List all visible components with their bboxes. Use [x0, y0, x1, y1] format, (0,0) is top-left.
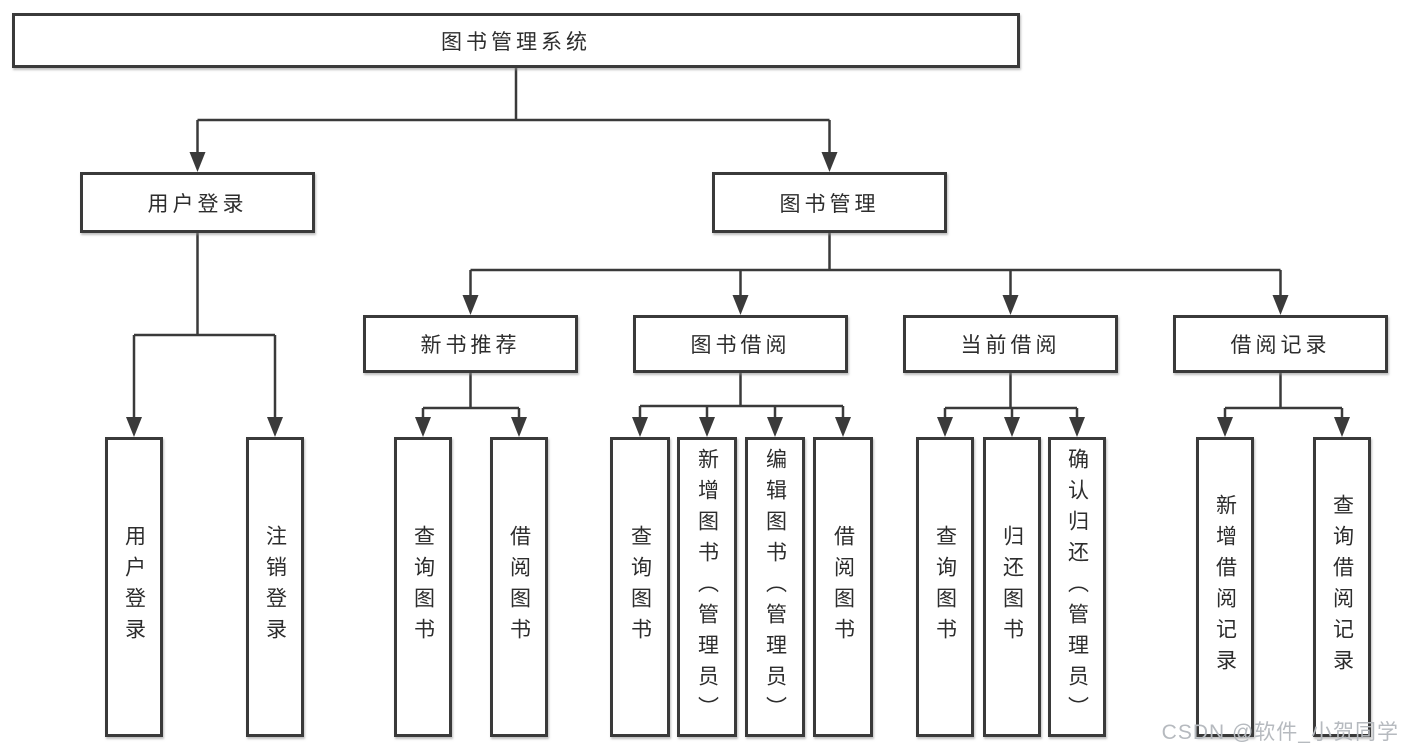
leaf-add-book-admin: 新增图书（管理员） — [677, 437, 737, 737]
node-new-book-recommendation: 新书推荐 — [363, 315, 578, 373]
leaf-query-books-borrow: 查询图书 — [610, 437, 670, 737]
leaf-edit-book-admin-label: 编辑图书（管理员） — [763, 447, 787, 727]
node-new-book-recommendation-label: 新书推荐 — [420, 334, 521, 357]
leaf-user-login: 用户登录 — [105, 437, 163, 737]
leaf-query-books-current: 查询图书 — [916, 437, 974, 737]
node-user-login-label: 用户登录 — [147, 192, 248, 216]
node-borrowing-records-label: 借阅记录 — [1230, 334, 1331, 357]
leaf-query-books-recommend-label: 查询图书 — [411, 525, 435, 649]
leaf-return-books: 归还图书 — [983, 437, 1041, 737]
node-book-management: 图书管理 — [712, 172, 947, 233]
node-user-login: 用户登录 — [80, 172, 315, 233]
leaf-add-borrow-record-label: 新增借阅记录 — [1213, 494, 1237, 680]
csdn-watermark: CSDN @软件_小贺同学 — [1161, 721, 1399, 744]
leaf-logout-label: 注销登录 — [263, 525, 287, 649]
leaf-query-borrow-record: 查询借阅记录 — [1313, 437, 1371, 737]
node-borrowing-records: 借阅记录 — [1173, 315, 1388, 373]
leaf-borrow-books-recommend-label: 借阅图书 — [507, 525, 531, 649]
leaf-query-books-recommend: 查询图书 — [394, 437, 452, 737]
leaf-add-book-admin-label: 新增图书（管理员） — [695, 447, 719, 727]
node-system-root-label: 图书管理系统 — [441, 30, 591, 54]
leaf-add-borrow-record: 新增借阅记录 — [1196, 437, 1254, 737]
leaf-confirm-return-admin: 确认归还（管理员） — [1048, 437, 1106, 737]
leaf-user-login-label: 用户登录 — [122, 525, 146, 649]
leaf-logout: 注销登录 — [246, 437, 304, 737]
leaf-return-books-label: 归还图书 — [1000, 525, 1024, 649]
node-current-borrowing: 当前借阅 — [903, 315, 1118, 373]
leaf-query-books-borrow-label: 查询图书 — [628, 525, 652, 649]
leaf-borrow-books: 借阅图书 — [813, 437, 873, 737]
leaf-query-books-current-label: 查询图书 — [933, 525, 957, 649]
node-book-borrowing: 图书借阅 — [633, 315, 848, 373]
node-current-borrowing-label: 当前借阅 — [960, 334, 1061, 357]
leaf-edit-book-admin: 编辑图书（管理员） — [745, 437, 805, 737]
node-book-management-label: 图书管理 — [779, 192, 880, 216]
leaf-borrow-books-label: 借阅图书 — [831, 525, 855, 649]
leaf-borrow-books-recommend: 借阅图书 — [490, 437, 548, 737]
leaf-confirm-return-admin-label: 确认归还（管理员） — [1065, 447, 1089, 727]
node-system-root: 图书管理系统 — [12, 13, 1020, 68]
leaf-query-borrow-record-label: 查询借阅记录 — [1330, 494, 1354, 680]
node-book-borrowing-label: 图书借阅 — [690, 334, 791, 357]
